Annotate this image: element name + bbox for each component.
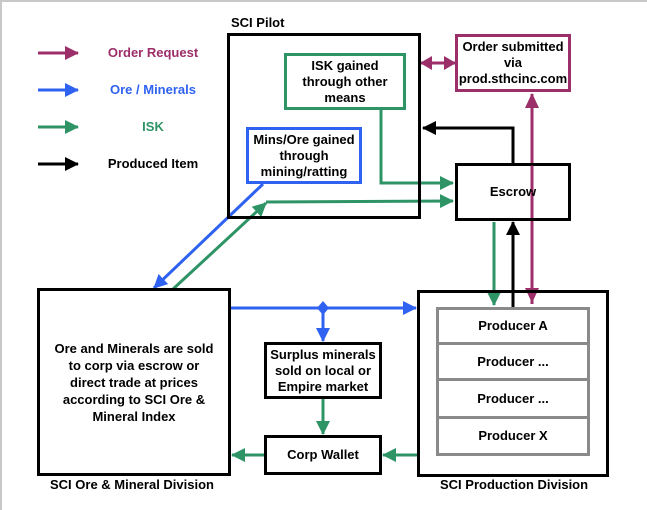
pilot-isk-to-escrow-arrow — [265, 194, 454, 209]
escrow-to-pilot-item-arrow — [422, 121, 515, 163]
pilot-title: SCI Pilot — [231, 15, 285, 30]
producer-label: Producer ... — [477, 353, 549, 369]
producer-row: Producer A — [436, 307, 590, 345]
production-division-box — [417, 290, 609, 477]
legend-produced-item-label: Produced Item — [107, 156, 199, 171]
producer-row: Producer ... — [436, 378, 590, 419]
pilot-box — [227, 33, 421, 219]
corp-wallet-label: Corp Wallet — [287, 447, 359, 462]
ore-division-box: Ore and Minerals are sold to corp via es… — [37, 288, 231, 476]
ore-division-text: Ore and Minerals are sold to corp via es… — [54, 340, 214, 424]
ore-division-title: SCI Ore & Mineral Division — [50, 477, 214, 492]
corp-wallet-box: Corp Wallet — [264, 435, 382, 475]
escrow-box: Escrow — [455, 163, 571, 221]
producer-label: Producer ... — [477, 390, 549, 406]
escrow-label: Escrow — [489, 184, 537, 199]
legend-isk-label: ISK — [142, 119, 164, 134]
surplus-text: Surplus minerals sold on local or Empire… — [270, 346, 376, 394]
production-division-title: SCI Production Division — [440, 477, 589, 492]
legend-order-request-label: Order Request — [107, 45, 199, 60]
producer-label: Producer A — [478, 318, 548, 333]
legend-ore-minerals-label: Ore / Minerals — [110, 82, 196, 97]
surplus-box: Surplus minerals sold on local or Empire… — [264, 342, 382, 399]
isk-other-means-text: ISK gained through other means — [302, 57, 388, 105]
producer-row: Producer ... — [436, 342, 590, 381]
mins-mining-text: Mins/Ore gained through mining/ratting — [253, 131, 355, 179]
mins-to-ore-div-arrow — [152, 182, 265, 290]
junction-diamond — [317, 301, 329, 315]
producer-label: Producer X — [478, 428, 548, 443]
isk-other-means-box: ISK gained through other means — [284, 53, 406, 110]
order-submitted-box: Order submitted via prod.sthcinc.com — [455, 34, 571, 92]
legend-arrows — [38, 46, 79, 171]
mins-mining-box: Mins/Ore gained through mining/ratting — [246, 127, 362, 184]
producer-row: Producer X — [436, 416, 590, 456]
isk-other-to-escrow-arrow — [379, 109, 454, 190]
order-submitted-text: Order submitted via prod.sthcinc.com — [458, 39, 568, 86]
